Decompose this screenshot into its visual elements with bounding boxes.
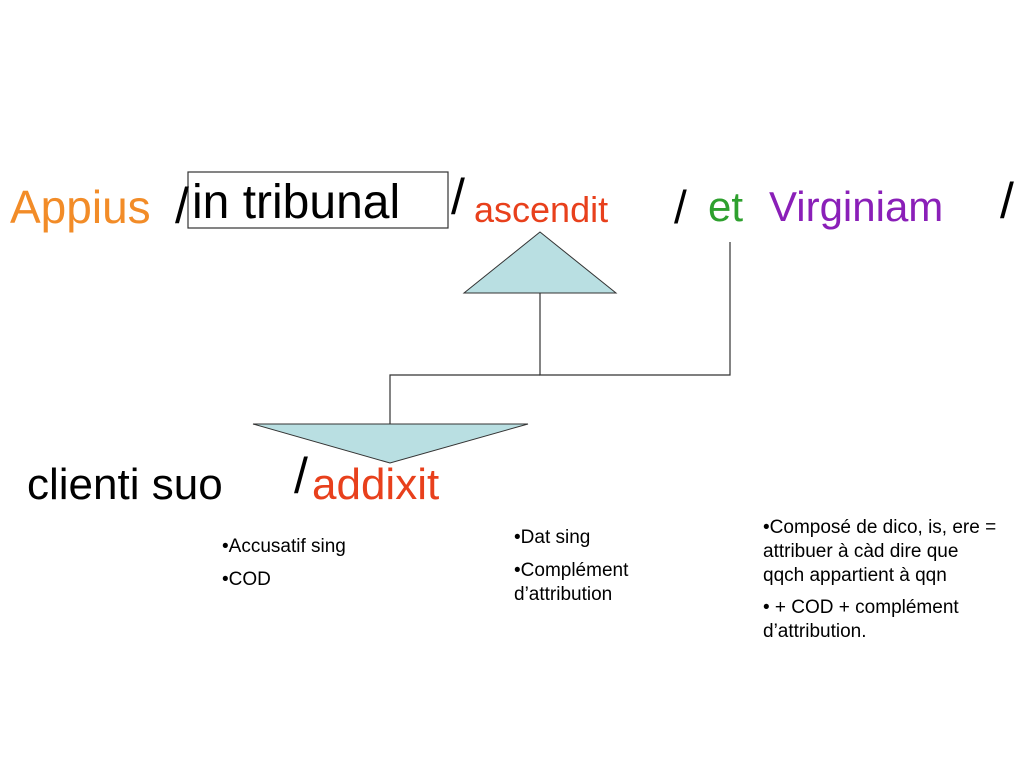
in-tribunal-box (187, 171, 449, 229)
note-addixit-line: •Composé de dico, is, ere = attribuer à … (763, 517, 997, 586)
slash-3: / (674, 181, 687, 233)
word-clienti-suo: clienti suo (27, 460, 223, 509)
word-virginiam: Virginiam (769, 183, 944, 230)
upper-triangle (462, 231, 618, 294)
note-dat-line: •Dat sing (514, 527, 591, 548)
slash-4: / (1000, 173, 1014, 229)
slash-2: / (451, 169, 465, 225)
note-dat: •Dat sing •Complément d’attribution (514, 526, 694, 615)
slash-1: / (175, 178, 189, 234)
slash-5: / (294, 448, 308, 504)
word-in-tribunal: in tribunal (192, 176, 401, 229)
note-clienti-line: •Accusatif sing (222, 536, 346, 557)
connector-lower (389, 374, 540, 424)
note-addixit-line: • + COD + complément d’attribution. (763, 597, 959, 642)
note-clienti: •Accusatif sing •COD (222, 535, 422, 601)
note-clienti-line: •COD (222, 568, 271, 590)
note-addixit: •Composé de dico, is, ere = attribuer à … (763, 516, 998, 653)
word-appius: Appius (10, 181, 151, 233)
connector-upper (539, 242, 731, 376)
word-et: et (708, 183, 744, 230)
note-dat-line: •Complément d’attribution (514, 559, 629, 605)
word-ascendit: ascendit (474, 189, 609, 230)
word-addixit: addixit (312, 460, 440, 509)
